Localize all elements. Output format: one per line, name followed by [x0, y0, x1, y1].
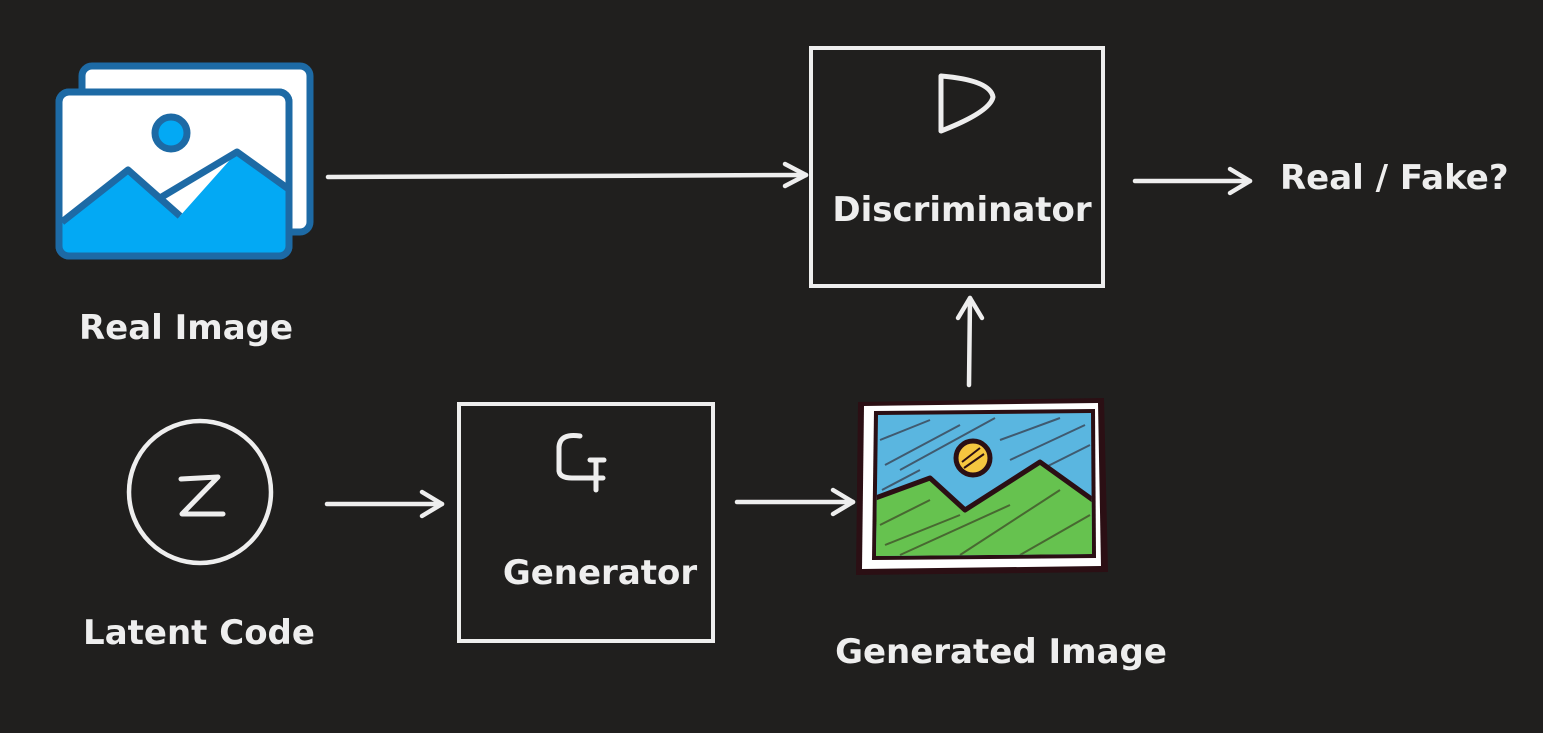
generator-symbol-g: [556, 433, 607, 493]
real-image-icon: [55, 62, 314, 260]
arrow-generated-to-discriminator: [955, 295, 985, 388]
arrow-latent-to-generator: [324, 489, 445, 519]
discriminator-box: [809, 46, 1105, 288]
arrow-real-to-discriminator: [325, 161, 809, 189]
generated-image-label: Generated Image: [835, 632, 1167, 672]
arrow-discriminator-to-output: [1132, 166, 1253, 196]
latent-code-circle: [126, 418, 274, 566]
discriminator-symbol-d: [938, 73, 996, 134]
output-label: Real / Fake?: [1280, 158, 1509, 198]
arrow-generator-to-generated: [734, 487, 856, 517]
latent-code-symbol-z: [178, 474, 226, 517]
real-image-label: Real Image: [79, 308, 293, 348]
discriminator-label: Discriminator: [832, 190, 1092, 230]
generator-label: Generator: [503, 553, 698, 593]
generated-image-icon: [856, 398, 1108, 575]
generator-box: [457, 402, 715, 643]
latent-code-label: Latent Code: [83, 613, 315, 653]
